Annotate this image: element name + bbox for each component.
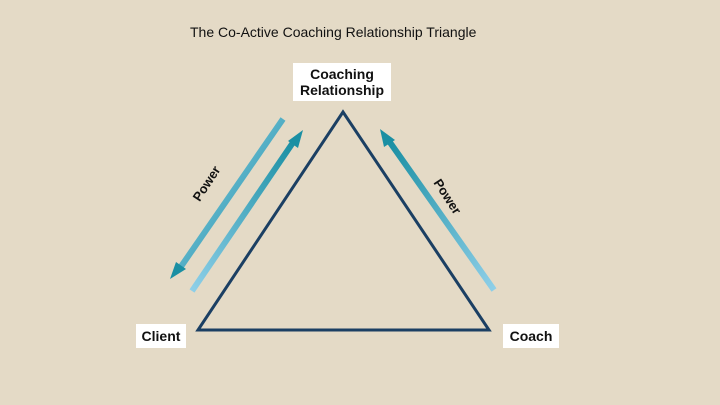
power-arrow-client-inward <box>189 130 303 293</box>
node-coach: Coach <box>503 324 559 348</box>
node-coaching-relationship-line1: Coaching <box>310 66 374 82</box>
node-client: Client <box>136 324 186 348</box>
node-coaching-relationship-line2: Relationship <box>299 82 384 98</box>
power-arrow-client-outward <box>170 117 286 279</box>
node-coaching-relationship: Coaching Relationship <box>293 63 391 101</box>
diagram-title: The Co-Active Coaching Relationship Tria… <box>190 24 477 40</box>
relationship-triangle <box>195 109 492 332</box>
power-arrow-coach <box>380 129 497 292</box>
